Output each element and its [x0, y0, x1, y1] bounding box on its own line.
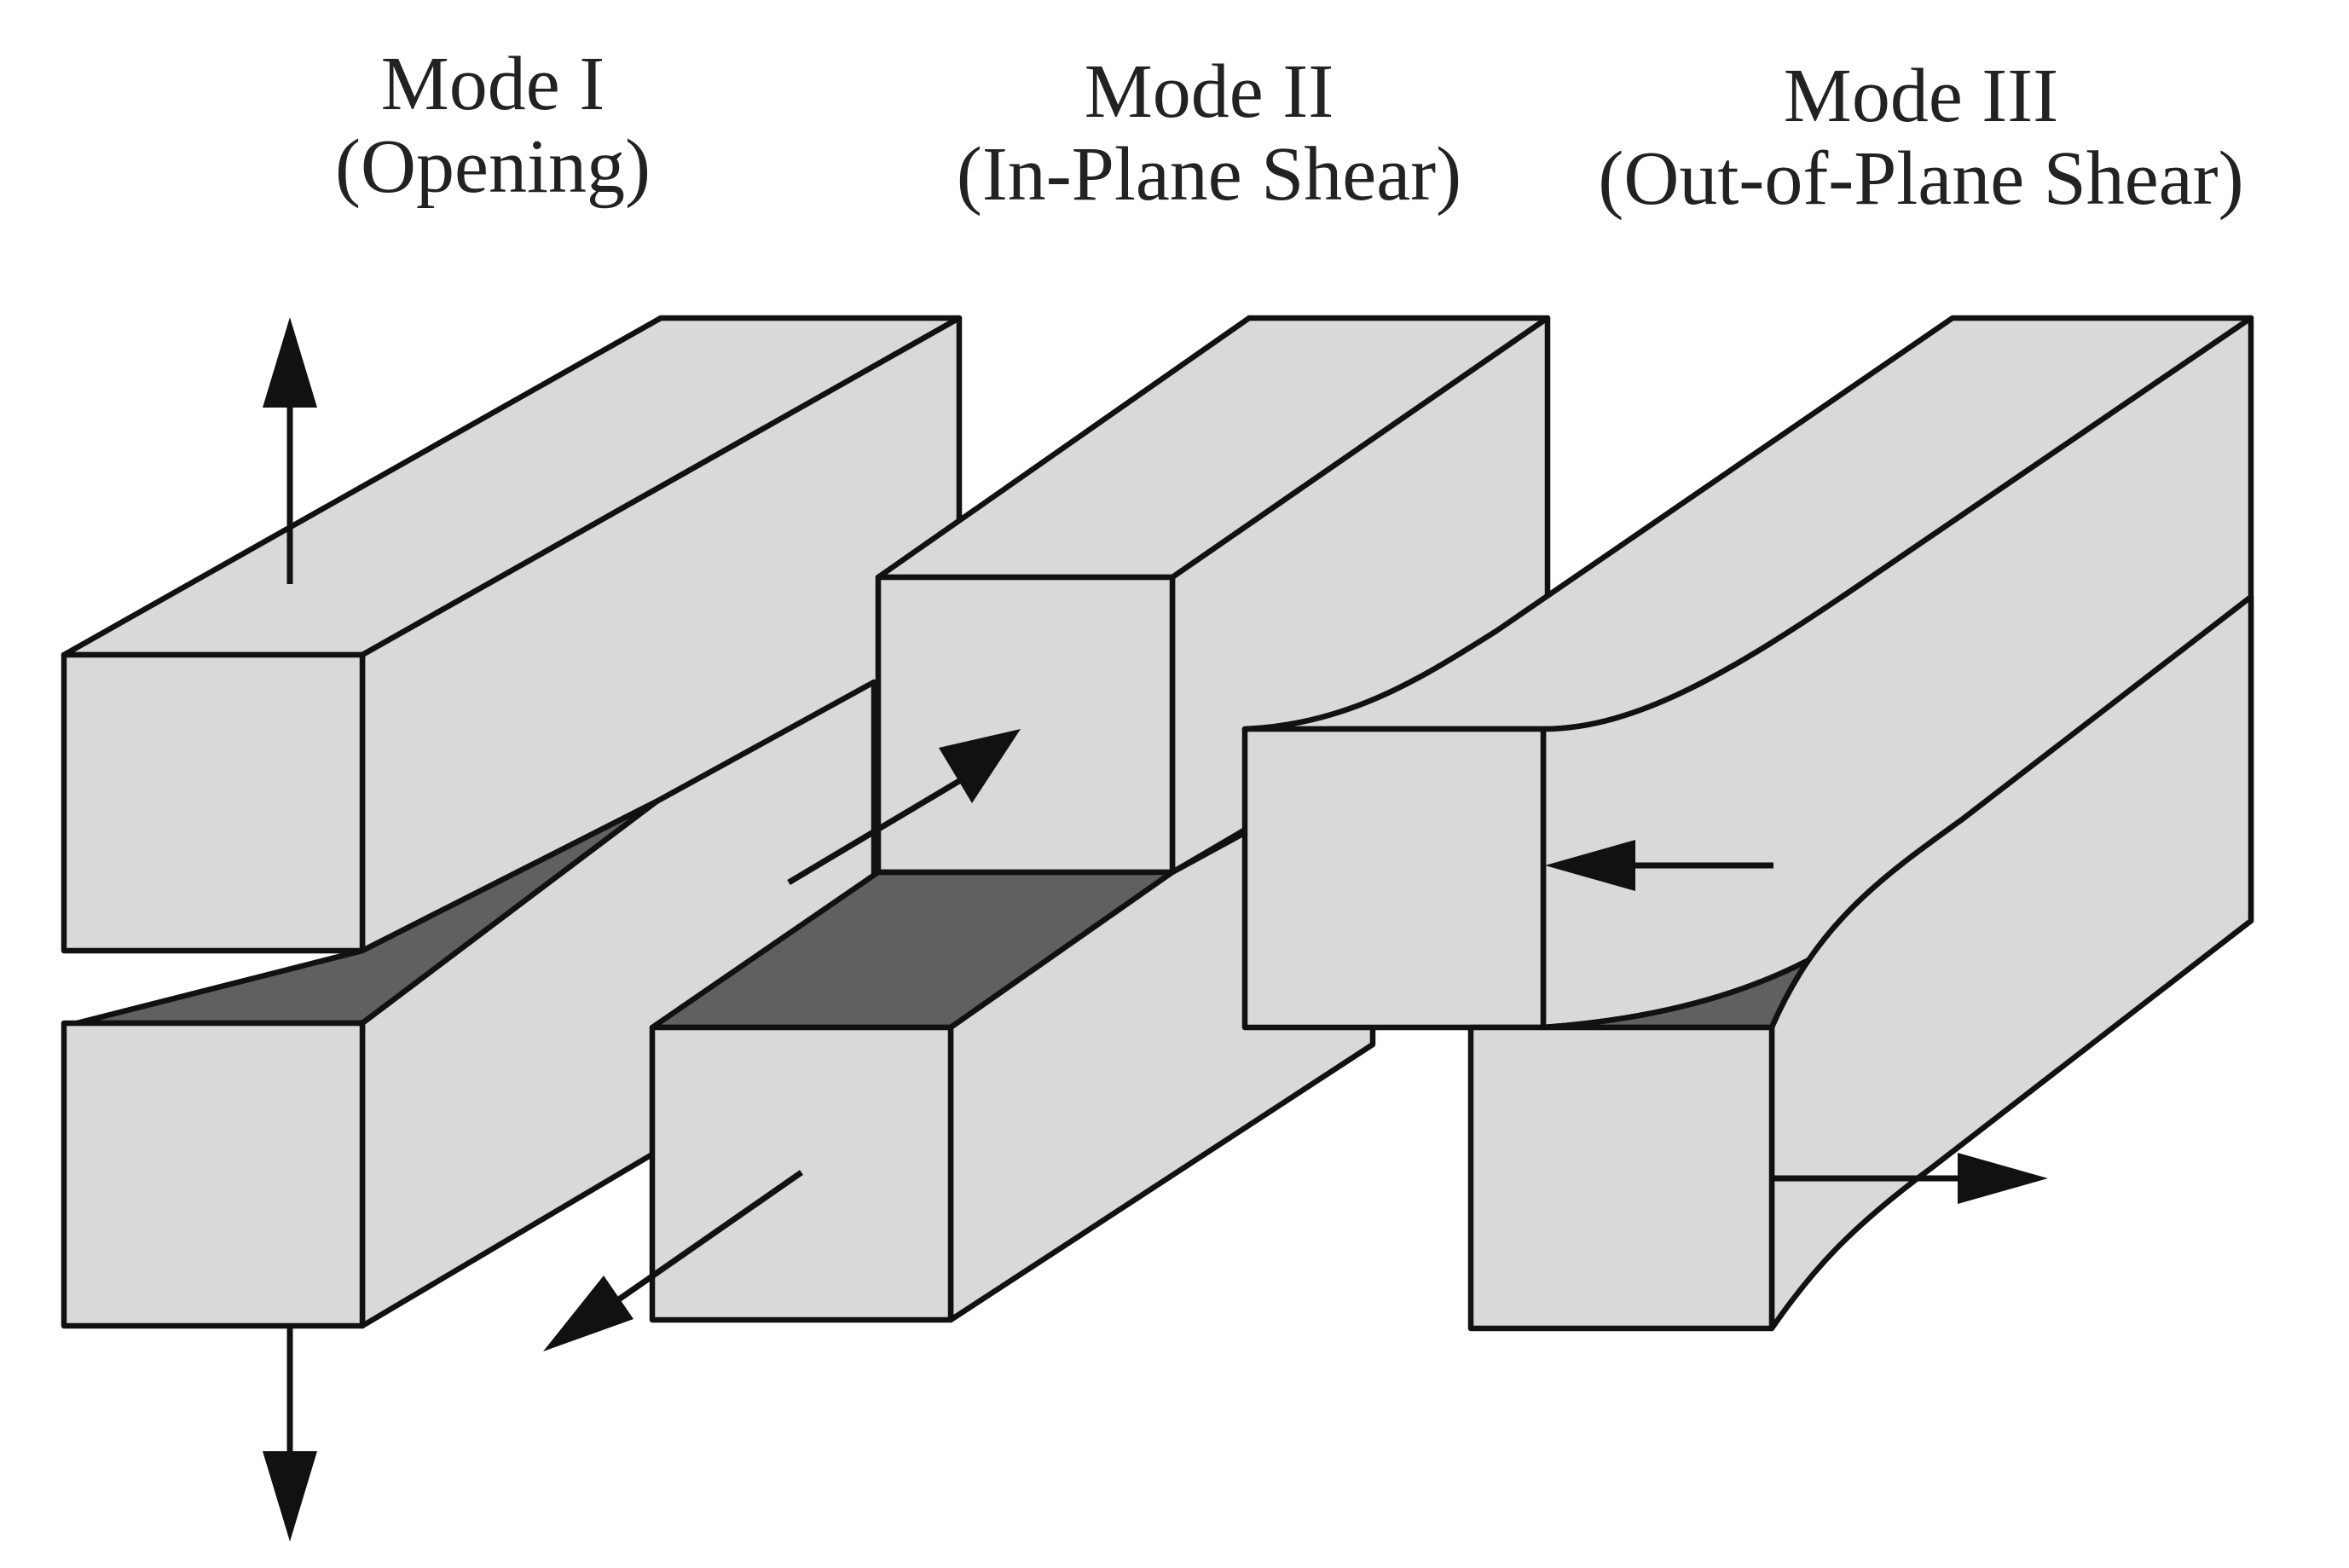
mode-1-specimen [61, 315, 963, 1542]
mode-2-upper-front-face [875, 574, 1176, 876]
mode-2-upper-arrow [787, 729, 1021, 886]
mode-3-specimen [1241, 315, 2254, 1332]
mode-2-subtitle: (In-Plane Shear) [957, 132, 1461, 217]
mode-1-title: Mode I [381, 42, 605, 126]
mode-3-upper-front-face [1241, 726, 1547, 1031]
mode-3-lower-front-face [1467, 1024, 1775, 1332]
mode-1-upper-front-face [61, 651, 366, 954]
mode-1-up-arrow [263, 317, 317, 584]
mode-1-subtitle: (Opening) [335, 124, 651, 209]
mode-1-lower-block [61, 679, 877, 1329]
mode-2-lower-arrow [543, 1170, 803, 1351]
mode-labels: Mode I (Opening) Mode II (In-Plane Shear… [335, 42, 2244, 221]
mode-3-title: Mode III [1784, 54, 2058, 138]
mode-2-title: Mode II [1085, 49, 1334, 134]
mode-1-lower-front-face [61, 1020, 366, 1329]
mode-3-lower-side-face [1768, 593, 2254, 1332]
mode-3-left-arrow [1545, 840, 1773, 891]
mode-2-specimen [543, 315, 1551, 1351]
mode-1-down-arrow [263, 1328, 317, 1542]
mode-3-lower-block [1467, 593, 2254, 1332]
mode-3-right-arrow [1773, 1153, 2048, 1204]
mode-3-subtitle: (Out-of-Plane Shear) [1598, 136, 2243, 221]
